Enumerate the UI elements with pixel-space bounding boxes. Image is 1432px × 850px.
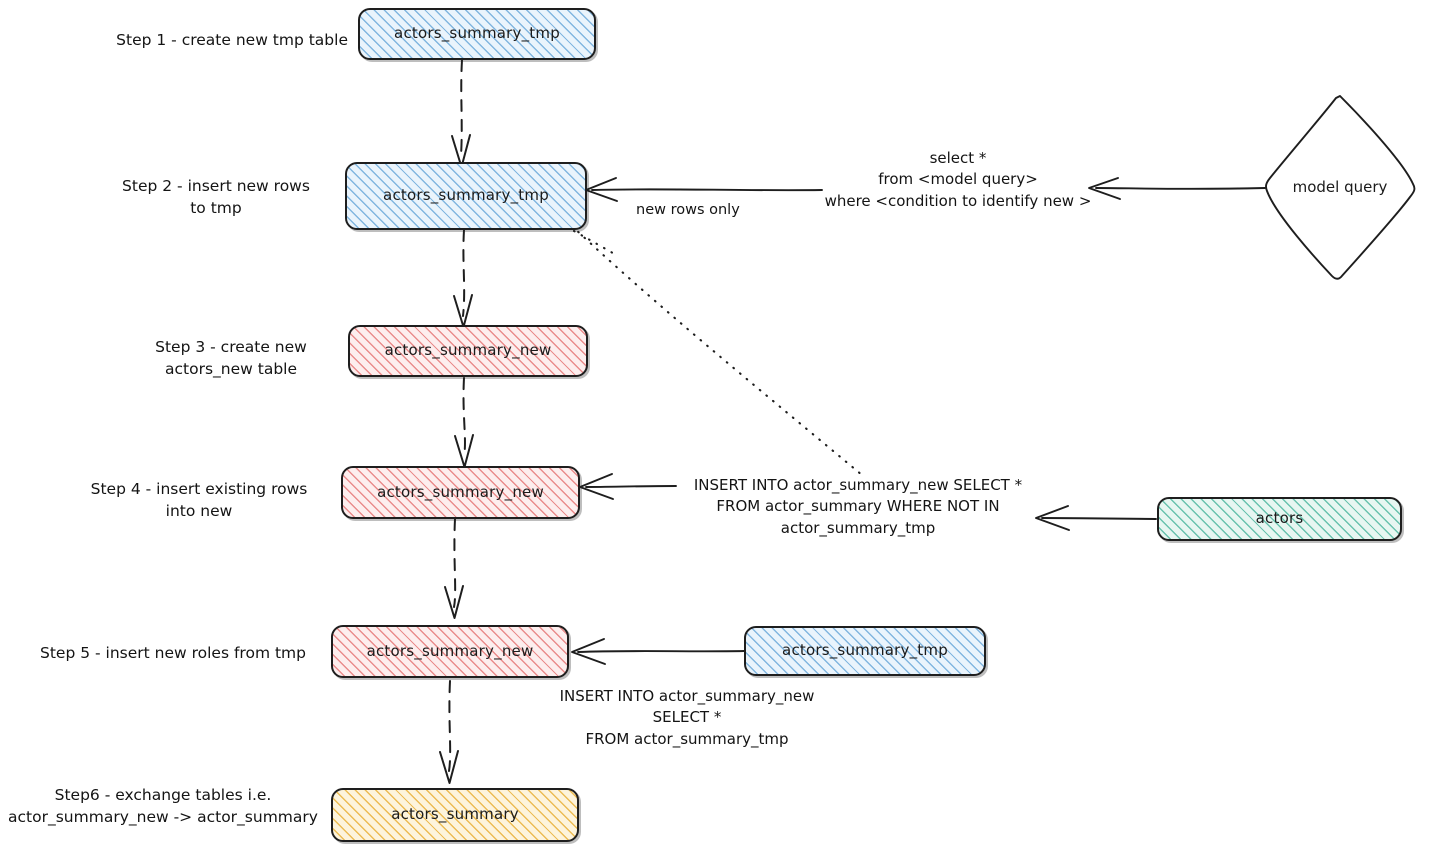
node-actors-summary-tmp-step5[interactable]: actors_summary_tmp	[744, 626, 986, 676]
node-actors[interactable]: actors	[1157, 497, 1402, 541]
edge-tmp2-dotted-to-step4	[570, 224, 864, 477]
edge-new5-to-summary	[439, 680, 459, 784]
edge-actors-to-step4-sql	[1035, 505, 1157, 531]
diamond-shape	[1265, 95, 1416, 280]
node-actors-summary-tmp-step2[interactable]: actors_summary_tmp	[345, 162, 587, 230]
step-label-3: Step 3 - create new actors_new table	[155, 338, 307, 378]
edge-tmp2-to-new3	[453, 229, 473, 328]
step-label-5: Step 5 - insert new roles from tmp	[40, 644, 306, 662]
node-label: actors_summary_tmp	[394, 24, 560, 43]
node-label: actors	[1255, 509, 1304, 528]
node-actors-summary-new-step5[interactable]: actors_summary_new	[331, 625, 569, 678]
edge-tmp1-to-tmp2	[451, 59, 471, 168]
edge-new4-to-new5	[444, 518, 464, 619]
node-actors-summary[interactable]: actors_summary	[331, 788, 579, 842]
node-label: actors_summary_new	[377, 482, 544, 501]
node-actors-summary-new-step3[interactable]: actors_summary_new	[348, 325, 588, 377]
node-label: actors_summary_tmp	[383, 186, 549, 205]
edge-step4-sql-to-new4	[579, 473, 677, 500]
edge-new3-to-new4	[454, 377, 474, 468]
node-label: actors_summary_tmp	[782, 641, 948, 660]
node-actors-summary-new-step4[interactable]: actors_summary_new	[341, 466, 580, 519]
node-model-query[interactable]: model query	[1262, 92, 1418, 282]
edge-tmp5-to-new5	[571, 638, 745, 665]
edge-label-insert-new-roles-sql: INSERT INTO actor_summary_new SELECT * F…	[559, 687, 815, 748]
edge-label-new-rows-only: new rows only	[636, 202, 740, 218]
node-label: actors_summary	[391, 805, 519, 824]
node-label: actors_summary_new	[366, 641, 534, 660]
step-label-4: Step 4 - insert existing rows into new	[90, 480, 308, 520]
node-actors-summary-tmp-step1[interactable]: actors_summary_tmp	[358, 8, 596, 60]
node-label: model query	[1292, 178, 1388, 196]
edge-label-insert-existing-sql: INSERT INTO actor_summary_new SELECT * F…	[693, 476, 1023, 537]
edge-label-model-query-sql: select * from <model query> where <condi…	[824, 149, 1092, 210]
step-label-1: Step 1 - create new tmp table	[116, 31, 348, 49]
node-label: actors_summary_new	[384, 341, 552, 360]
step-label-2: Step 2 - insert new rows to tmp	[122, 177, 310, 217]
step-label-6: Step6 - exchange tables i.e. actor_summa…	[8, 786, 318, 826]
